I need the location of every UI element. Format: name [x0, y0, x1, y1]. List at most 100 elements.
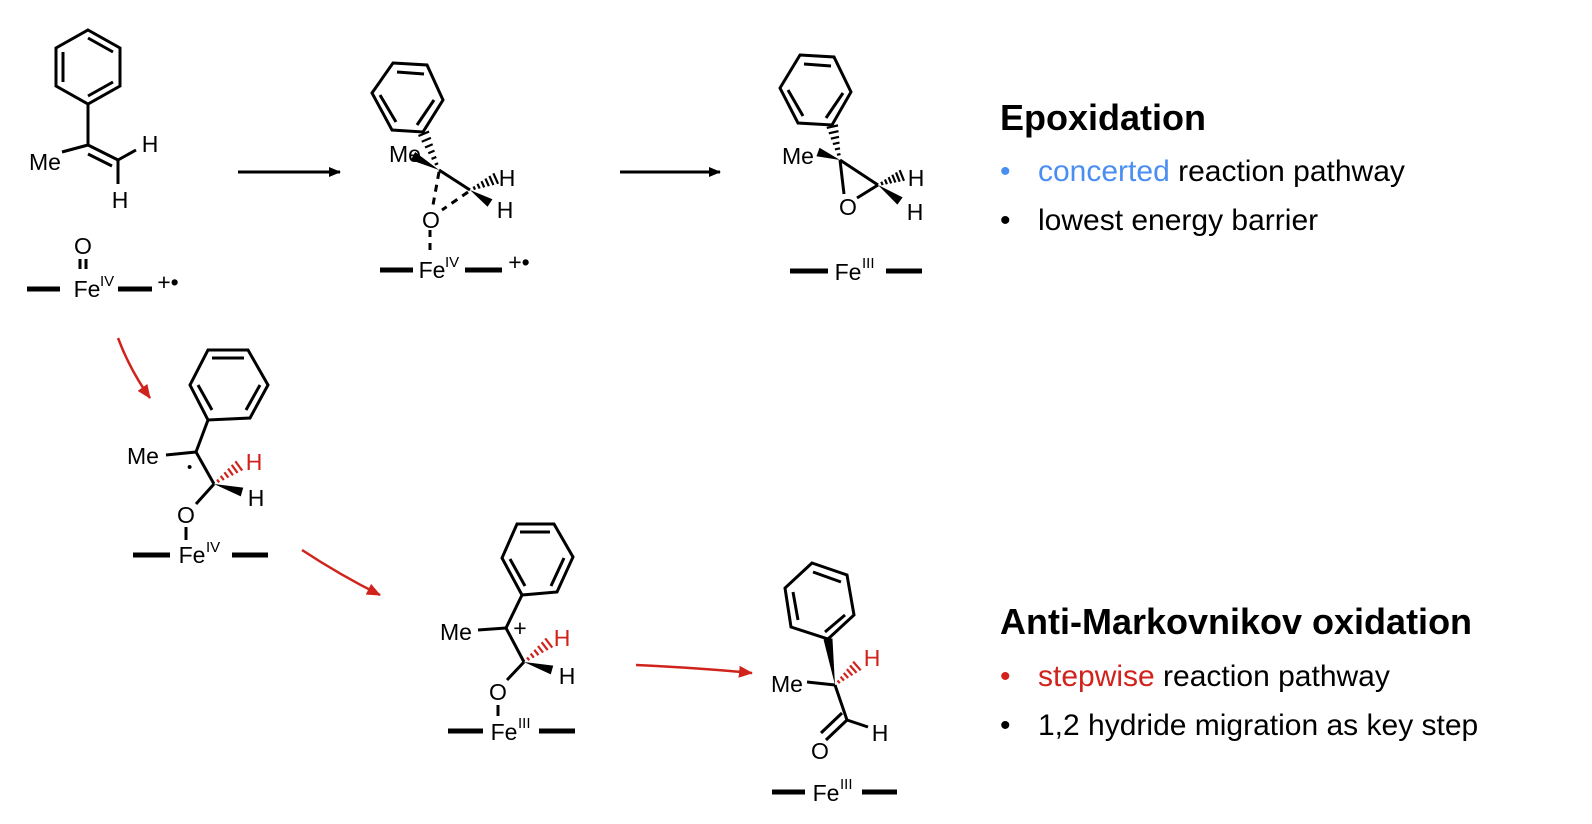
hash-stroke: [894, 172, 901, 183]
hash-stroke: [424, 143, 434, 149]
oxygen-label: O: [811, 738, 829, 764]
hash-stroke: [830, 135, 840, 140]
iron-label: Fe: [419, 257, 446, 283]
hash-stroke: [898, 169, 905, 182]
h-label: H: [559, 663, 576, 689]
wedge-bond: [823, 638, 835, 685]
methyl-label: Me: [389, 141, 421, 167]
hashed-bond: [418, 130, 439, 166]
migrated-hydrogen-label: H: [864, 645, 881, 671]
hash-stroke: [544, 637, 554, 649]
red-reaction-arrow: [301, 548, 381, 597]
hash-stroke: [234, 460, 244, 472]
red-reaction-arrow: [635, 663, 753, 678]
hash-stroke: [427, 149, 435, 155]
methyl-label: Me: [127, 443, 159, 469]
bullet-icon: •: [1000, 709, 1011, 742]
wedge-shape: [214, 484, 244, 497]
hash-stroke: [828, 130, 839, 135]
bullet-rest: reaction pathway: [1170, 155, 1405, 188]
iron-label: Fe: [813, 780, 840, 806]
oxidation-state: IV: [206, 539, 220, 556]
bullet-text: 1,2 hydride migration as key step: [1038, 709, 1478, 742]
alpha-methylstyrene: Me H H: [29, 28, 158, 213]
epoxidation-summary: Epoxidation • concerted reaction pathway…: [1000, 97, 1405, 237]
bullet-rest: reaction pathway: [1155, 660, 1390, 693]
hash-stroke: [533, 649, 540, 656]
hashed-bond: [472, 172, 500, 191]
hash-stroke: [839, 675, 845, 682]
iron-label: Fe: [74, 276, 101, 302]
hashed-bond: [826, 124, 841, 156]
hash-stroke: [880, 181, 884, 186]
methyl-label: Me: [771, 671, 803, 697]
h-label: H: [499, 165, 516, 191]
hash-stroke: [891, 174, 897, 183]
epoxidation-transition-state: Me H H O Fe IV +•: [370, 61, 530, 283]
oxygen-label: O: [74, 233, 92, 259]
hash-stroke: [540, 641, 549, 651]
bullet-text: concerted reaction pathway: [1038, 155, 1405, 188]
hash-stroke: [230, 464, 239, 474]
h-label: H: [872, 720, 889, 746]
hash-stroke: [846, 668, 854, 677]
wedge-bond: [470, 190, 493, 207]
radical-cation-label: +•: [157, 269, 178, 295]
wedge-shape: [823, 638, 835, 685]
carbocation-plus: +: [513, 615, 526, 641]
oxygen-label: O: [422, 207, 440, 233]
hash-stroke: [529, 652, 535, 659]
wedge-shape: [410, 152, 439, 170]
iron-label: Fe: [491, 719, 518, 745]
h-label: H: [907, 199, 924, 225]
migrating-hydrogen-label: H: [246, 449, 263, 475]
hash-stroke: [537, 645, 544, 654]
wedge-bond: [214, 484, 244, 497]
hash-stroke: [526, 656, 531, 661]
hash-stroke: [216, 478, 221, 484]
anti-markovnikov-title: Anti-Markovnikov oxidation: [1000, 601, 1472, 642]
hashed-bond: [526, 637, 554, 661]
bullet-text: stepwise reaction pathway: [1038, 660, 1390, 693]
wedge-bond: [410, 152, 439, 170]
hash-stroke: [883, 179, 888, 185]
hash-stroke: [887, 176, 893, 184]
anti-markovnikov-summary: Anti-Markovnikov oxidation • stepwise re…: [1000, 601, 1478, 742]
oxidation-state: IV: [100, 273, 114, 290]
iron-oxo-complex: O Fe IV +•: [27, 233, 179, 302]
wedge-shape: [878, 185, 903, 205]
wedge-bond: [878, 185, 903, 205]
bullet-icon: •: [1000, 204, 1011, 237]
wedge-shape: [524, 662, 554, 675]
hash-stroke: [826, 124, 839, 130]
iron-label: Fe: [179, 542, 206, 568]
methyl-label: Me: [440, 619, 472, 645]
hash-stroke: [849, 664, 858, 674]
hash-stroke: [842, 672, 850, 679]
bullet-icon: •: [1000, 155, 1011, 188]
bullet-text: lowest energy barrier: [1038, 204, 1318, 237]
hash-stroke: [836, 152, 841, 156]
cation-intermediate: Me + H H O Fe III: [440, 522, 576, 745]
wedge-bond: [524, 662, 554, 675]
h-label: H: [248, 485, 265, 511]
methyl-label: Me: [29, 149, 61, 175]
hash-stroke: [480, 180, 486, 188]
hashed-bond: [216, 460, 244, 484]
epoxidation-title: Epoxidation: [1000, 97, 1206, 138]
hash-stroke: [488, 175, 495, 186]
epoxide-product: Me H H O Fe III: [778, 53, 925, 285]
hash-stroke: [418, 130, 430, 138]
wedge-shape: [816, 147, 840, 160]
radical-cation-label: +•: [508, 249, 529, 275]
h-label: H: [497, 197, 514, 223]
oxidation-state: III: [862, 255, 875, 272]
h-label: H: [908, 165, 925, 191]
hash-stroke: [832, 141, 840, 146]
hash-stroke: [219, 475, 225, 481]
oxygen-label: O: [489, 679, 507, 705]
red-reaction-arrow: [116, 337, 152, 399]
hashed-bond: [836, 660, 862, 684]
radical-dot: •: [187, 459, 192, 476]
